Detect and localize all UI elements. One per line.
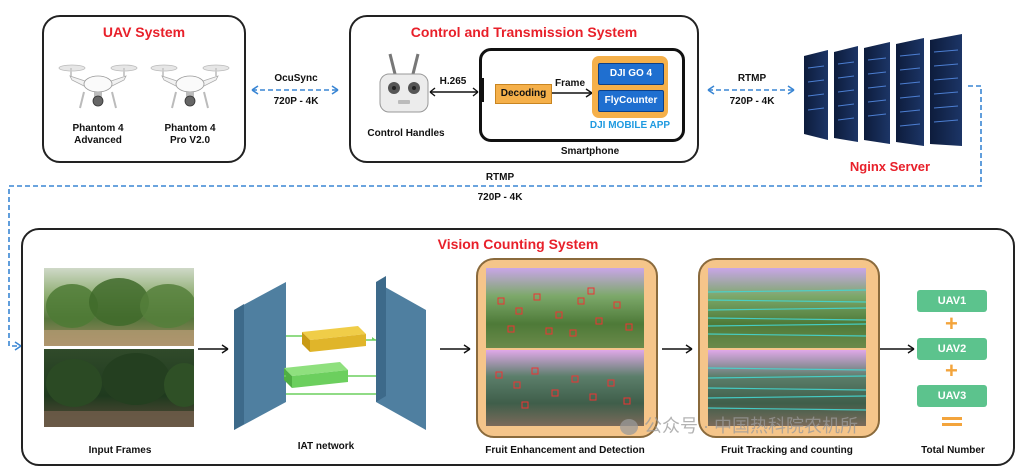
ocusync-link-arrow (251, 85, 339, 95)
smartphone-notch (481, 78, 484, 102)
drone-label: Phantom 4 Pro V2.0 (164, 123, 216, 146)
wechat-icon (620, 419, 638, 436)
stage-arrow (198, 344, 229, 354)
drone-icon (150, 64, 230, 109)
ocusync-protocol: OcuSync (274, 73, 318, 84)
detection-label: Fruit Enhancement and Detection (485, 445, 645, 456)
drone-label: Phantom 4 Advanced (72, 123, 124, 146)
plus-icon: + (945, 311, 958, 336)
rtmp-resolution: 720P - 4K (729, 96, 775, 107)
frame-label: Frame (554, 78, 585, 89)
route-rtmp-protocol: RTMP (485, 172, 515, 183)
server-rack-icon (804, 34, 962, 146)
flycounter-button[interactable]: FlyCounter (598, 90, 664, 112)
uav-system-title: UAV System (102, 24, 186, 40)
dji-mobile-app-label: DJI MOBILE APP (589, 120, 671, 131)
total-number-label: Total Number (921, 445, 985, 456)
input-frames-label: Input Frames (88, 445, 152, 456)
control-handles-label: Control Handles (367, 128, 445, 139)
codec-label: H.265 (439, 76, 467, 87)
rtmp-protocol: RTMP (737, 73, 767, 84)
uav1-output: UAV1 (917, 290, 987, 312)
drone-icon (58, 64, 138, 109)
stage-arrow (662, 344, 693, 354)
h265-arrow (429, 87, 479, 97)
controller-icon (379, 53, 429, 113)
rtmp-link-arrow (707, 85, 795, 95)
iat-network-diagram (234, 276, 426, 430)
equals-icon (942, 417, 962, 426)
watermark: 公众号 · 中国热科院农机所 (620, 412, 1023, 438)
tracking-image-top (708, 268, 866, 348)
tracking-image-bottom (708, 350, 866, 426)
input-frame-bottom (44, 349, 194, 427)
nginx-server-label: Nginx Server (849, 159, 931, 174)
route-rtmp-resolution: 720P - 4K (477, 192, 523, 203)
input-frame-top (44, 268, 194, 346)
stage-arrow (440, 344, 471, 354)
uav2-output: UAV2 (917, 338, 987, 360)
decoding-block: Decoding (495, 84, 552, 104)
dji-go4-button[interactable]: DJI GO 4 (598, 63, 664, 85)
detection-image-top (486, 268, 644, 348)
vision-system-title: Vision Counting System (437, 236, 599, 252)
ocusync-resolution: 720P - 4K (273, 96, 319, 107)
watermark-text: 公众号 · 中国热科院农机所 (644, 416, 858, 436)
stage-arrow (880, 344, 915, 354)
uav3-output: UAV3 (917, 385, 987, 407)
plus-icon: + (945, 358, 958, 383)
smartphone-label: Smartphone (560, 146, 620, 157)
iat-network-label: IAT network (297, 441, 355, 452)
uav-system-panel (42, 15, 246, 163)
frame-arrow (552, 88, 593, 98)
detection-image-bottom (486, 350, 644, 426)
control-system-title: Control and Transmission System (410, 24, 638, 40)
tracking-label: Fruit Tracking and counting (721, 445, 853, 456)
